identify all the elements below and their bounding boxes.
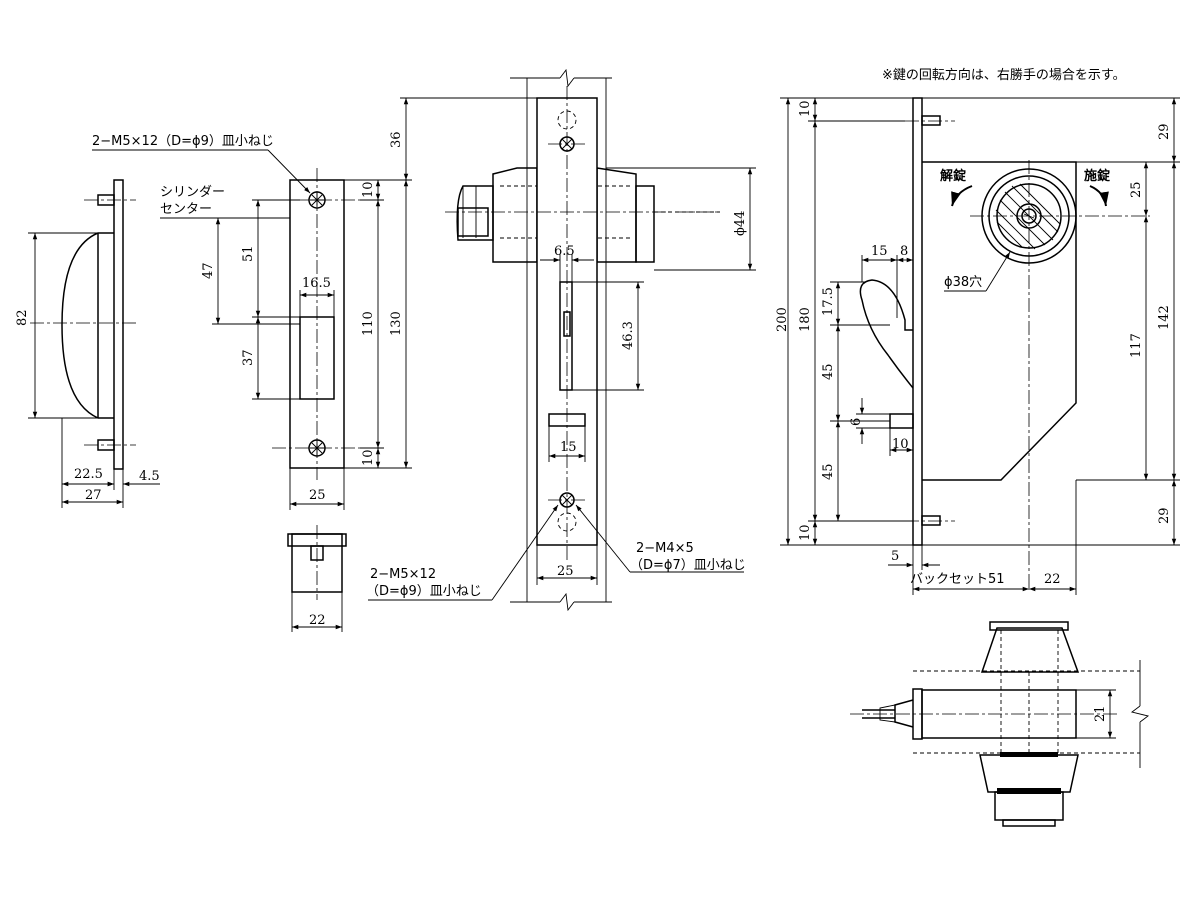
lock-front-view: 6.5 ϕ44 46.3 15 25 2−M5×12 （D=ϕ9）皿小ねじ 2−… — [366, 68, 756, 612]
dim-29-top: 29 — [1157, 123, 1172, 140]
dim-22-5: 22.5 — [74, 467, 103, 482]
rotation-note: ※鍵の回転方向は、右勝手の場合を示す。 — [882, 67, 1126, 83]
dim-22: 22 — [309, 613, 326, 628]
dim-10-case-top: 10 — [798, 100, 813, 117]
screw-m4-line1: 2−M4×5 — [636, 541, 694, 556]
dim-10-bolt: 10 — [892, 437, 909, 452]
lock-top-view: 21 — [850, 621, 1150, 827]
dim-180: 180 — [798, 307, 813, 332]
dim-25: 25 — [309, 488, 326, 503]
dim-130: 130 — [389, 311, 404, 336]
dim-25-case: 25 — [1129, 181, 1144, 198]
dim-29-bottom: 29 — [1157, 507, 1172, 524]
strike-screw-label: 2−M5×12（D=ϕ9）皿小ねじ — [92, 134, 274, 149]
dim-15-latch: 15 — [871, 244, 888, 259]
dim-22-case: 22 — [1044, 572, 1061, 587]
dim-51: 51 — [241, 245, 256, 262]
dim-10-bottom: 10 — [361, 449, 376, 466]
dim-phi44: ϕ44 — [733, 211, 748, 236]
dim-21: 21 — [1093, 705, 1108, 722]
dim-36: 36 — [389, 131, 404, 148]
screw-m5-line1: 2−M5×12 — [370, 567, 436, 582]
lock-label: 施錠 — [1084, 168, 1111, 184]
dim-6: 6 — [849, 418, 864, 426]
lock-case-view: 解錠 施錠 ϕ38穴 15 8 17.5 45 6 45 — [775, 97, 1180, 595]
dim-47: 47 — [201, 262, 216, 279]
dim-15-slot: 15 — [560, 440, 577, 455]
dim-10-top: 10 — [361, 181, 376, 198]
unlock-label: 解錠 — [939, 168, 967, 184]
cylinder-center-line2: センター — [160, 202, 212, 217]
dim-8: 8 — [900, 244, 908, 259]
backset-label: バックセット51 — [910, 572, 1005, 587]
dim-17-5: 17.5 — [821, 287, 836, 316]
dim-110: 110 — [361, 311, 376, 336]
dim-142: 142 — [1157, 305, 1172, 330]
screw-m5-line2: （D=ϕ9）皿小ねじ — [366, 584, 482, 599]
dim-117: 117 — [1129, 333, 1144, 358]
dim-6-5: 6.5 — [554, 244, 575, 259]
dim-45-upper: 45 — [821, 363, 836, 380]
dim-46-3: 46.3 — [621, 321, 636, 350]
dim-5: 5 — [891, 549, 899, 564]
side-view: 82 22.5 4.5 27 — [15, 179, 160, 508]
dim-27: 27 — [85, 488, 102, 503]
strike-plate-view: 2−M5×12（D=ϕ9）皿小ねじ シリンダー センター 47 51 37 1 — [92, 97, 550, 632]
dim-25-faceplate: 25 — [557, 564, 574, 579]
dim-16-5: 16.5 — [302, 276, 331, 291]
dim-4-5: 4.5 — [139, 469, 160, 484]
screw-m4-line2: （D=ϕ7）皿小ねじ — [630, 558, 746, 573]
dim-45-lower: 45 — [821, 463, 836, 480]
dim-10-case-bottom: 10 — [798, 524, 813, 541]
cylinder-center-line1: シリンダー — [160, 185, 225, 200]
hole-label: ϕ38穴 — [944, 275, 982, 290]
dim-82: 82 — [15, 309, 30, 326]
dim-37: 37 — [241, 349, 256, 366]
dim-200: 200 — [775, 307, 790, 332]
